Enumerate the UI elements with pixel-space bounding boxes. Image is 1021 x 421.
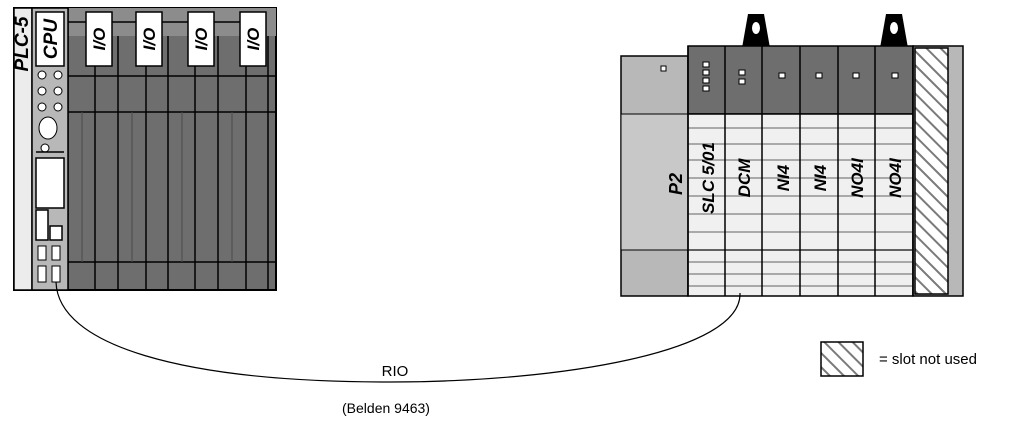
module-status-leds: [702, 61, 899, 92]
plc5-io-tab-2: I/O: [135, 11, 163, 67]
legend-hatch-swatch: [820, 341, 864, 377]
plc5-io-tab-3: I/O: [187, 11, 215, 67]
cpu-battery-latch: [36, 143, 64, 153]
plc5-io-label: I/O: [192, 28, 211, 51]
plc5-side-panel: PLC-5: [12, 7, 33, 291]
slc-module-label: DCM: [735, 158, 754, 198]
slc-module-label: NO4I: [848, 157, 867, 198]
plc5-cpu-module: CPU: [31, 7, 69, 291]
legend-text: = slot not used: [879, 351, 977, 368]
cable-spec-label: (Belden 9463): [342, 400, 430, 416]
cpu-port: [35, 209, 49, 241]
plc5-io-tab-1: I/O: [85, 11, 113, 67]
slc-module-label: NI4: [811, 164, 830, 191]
rio-cable-label: RIO: [382, 363, 409, 380]
plc5-io-label: I/O: [244, 28, 263, 51]
cpu-status-leds: [37, 70, 63, 112]
rio-cable: [55, 281, 741, 383]
mounting-tab-icon: [880, 14, 908, 48]
legend: = slot not used: [820, 341, 977, 377]
plc5-io-label: I/O: [90, 28, 109, 51]
plc5-io-label: I/O: [140, 28, 159, 51]
power-supply-module: P2: [620, 55, 689, 297]
mounting-tab-icon: [742, 14, 770, 48]
cpu-memory-slot: [35, 157, 65, 209]
cpu-port-small: [49, 225, 63, 241]
slc-module-label: NI4: [774, 164, 793, 191]
plc5-io-tab-4: I/O: [239, 11, 267, 67]
cpu-keyswitch: [38, 116, 58, 140]
slc-chassis-label: P2: [666, 173, 686, 195]
plc5-rack-label: PLC-5: [12, 16, 33, 71]
cpu-rio-connectors: [37, 245, 61, 283]
slc-module-label: NO4I: [886, 157, 905, 198]
plc5-cpu-label: CPU: [41, 18, 62, 59]
slc-module-label: SLC 5/01: [699, 142, 718, 214]
unused-slot-hatch: [914, 47, 949, 295]
slc-module-slots: [687, 45, 964, 297]
slc-chassis: P2: [620, 14, 964, 297]
